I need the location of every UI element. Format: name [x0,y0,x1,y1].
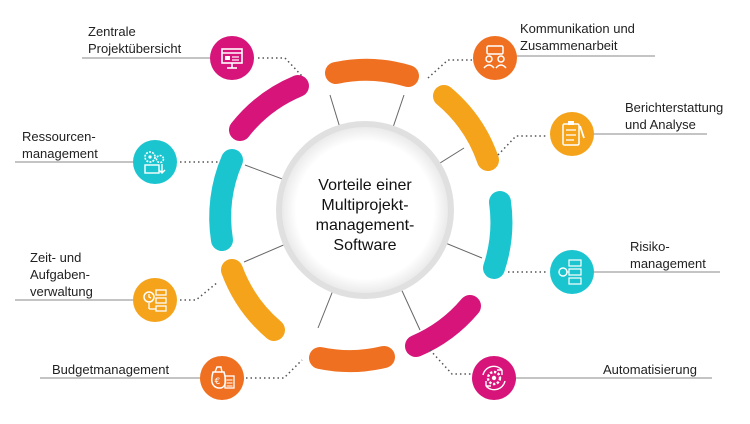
ring-segment-orange-top [325,58,419,87]
label-automatisierung: Automatisierung [603,362,697,377]
ring-segment-amber-right [433,85,499,171]
label-rules [15,55,720,379]
ring-segment-magenta-top [229,75,309,141]
money-bag-calculator-icon: € [200,356,244,400]
label-risikomanagement: Risiko- management [630,239,706,271]
svg-text:€: € [215,377,221,387]
resource-gears-icon [133,140,177,184]
gear-cycle-icon [472,356,516,400]
center-title: Vorteile einer Multiprojekt- management-… [315,177,415,254]
label-berichterstattung-und-analyse: Berichterstattung und Analyse [625,100,724,132]
risk-matrix-icon [550,250,594,294]
label-zentrale-projektuebersicht: Zentrale Projektübersicht [88,24,182,56]
ring-segment-amber-left [221,259,285,341]
center-circle [276,121,454,299]
dotted-connectors [180,57,548,379]
ring-segment-cyan-left [209,149,243,251]
label-zeit-und-aufgabenverwaltung: Zeit- und Aufgaben- verwaltung [30,250,93,299]
label-budgetmanagement: Budgetmanagement [52,362,170,377]
task-clock-icon [133,278,177,322]
ring-segment-magenta-bottom [405,295,481,357]
label-ressourcenmanagement: Ressourcen- management [22,129,98,161]
dashboard-icon [210,36,254,80]
label-kommunikation-und-zusammenarbeit: Kommunikation und Zusammenarbeit [520,21,635,53]
collaboration-icon [473,36,517,80]
ring-segment-orange-bottom [309,346,395,373]
ring-segment-cyan-right [483,191,513,279]
clipboard-report-icon [550,112,594,156]
ring [209,58,513,373]
